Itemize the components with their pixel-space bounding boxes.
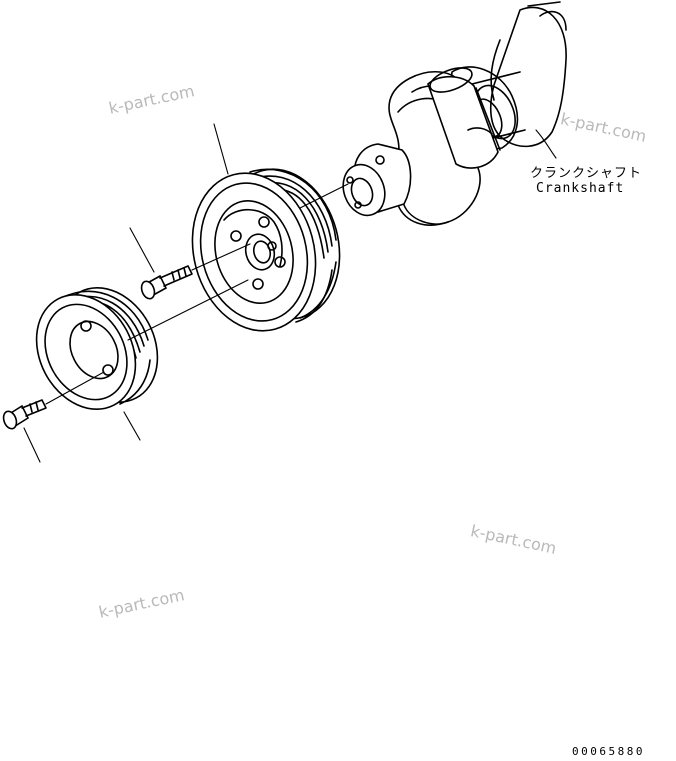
- drawing-code: 00065880: [572, 745, 645, 758]
- assembly-axis-line-2: [299, 183, 349, 209]
- damper-bolt: [129, 227, 251, 300]
- front-pulley: [35, 286, 159, 441]
- crankshaft-label-jp: クランクシャフト: [530, 166, 643, 181]
- assembly-axis-line: [127, 279, 249, 341]
- crank-damper-pulley: [191, 123, 341, 332]
- crankshaft: [342, 1, 567, 226]
- pulley-bolt: [2, 371, 105, 463]
- crankshaft-label-en: Crankshaft: [536, 181, 625, 196]
